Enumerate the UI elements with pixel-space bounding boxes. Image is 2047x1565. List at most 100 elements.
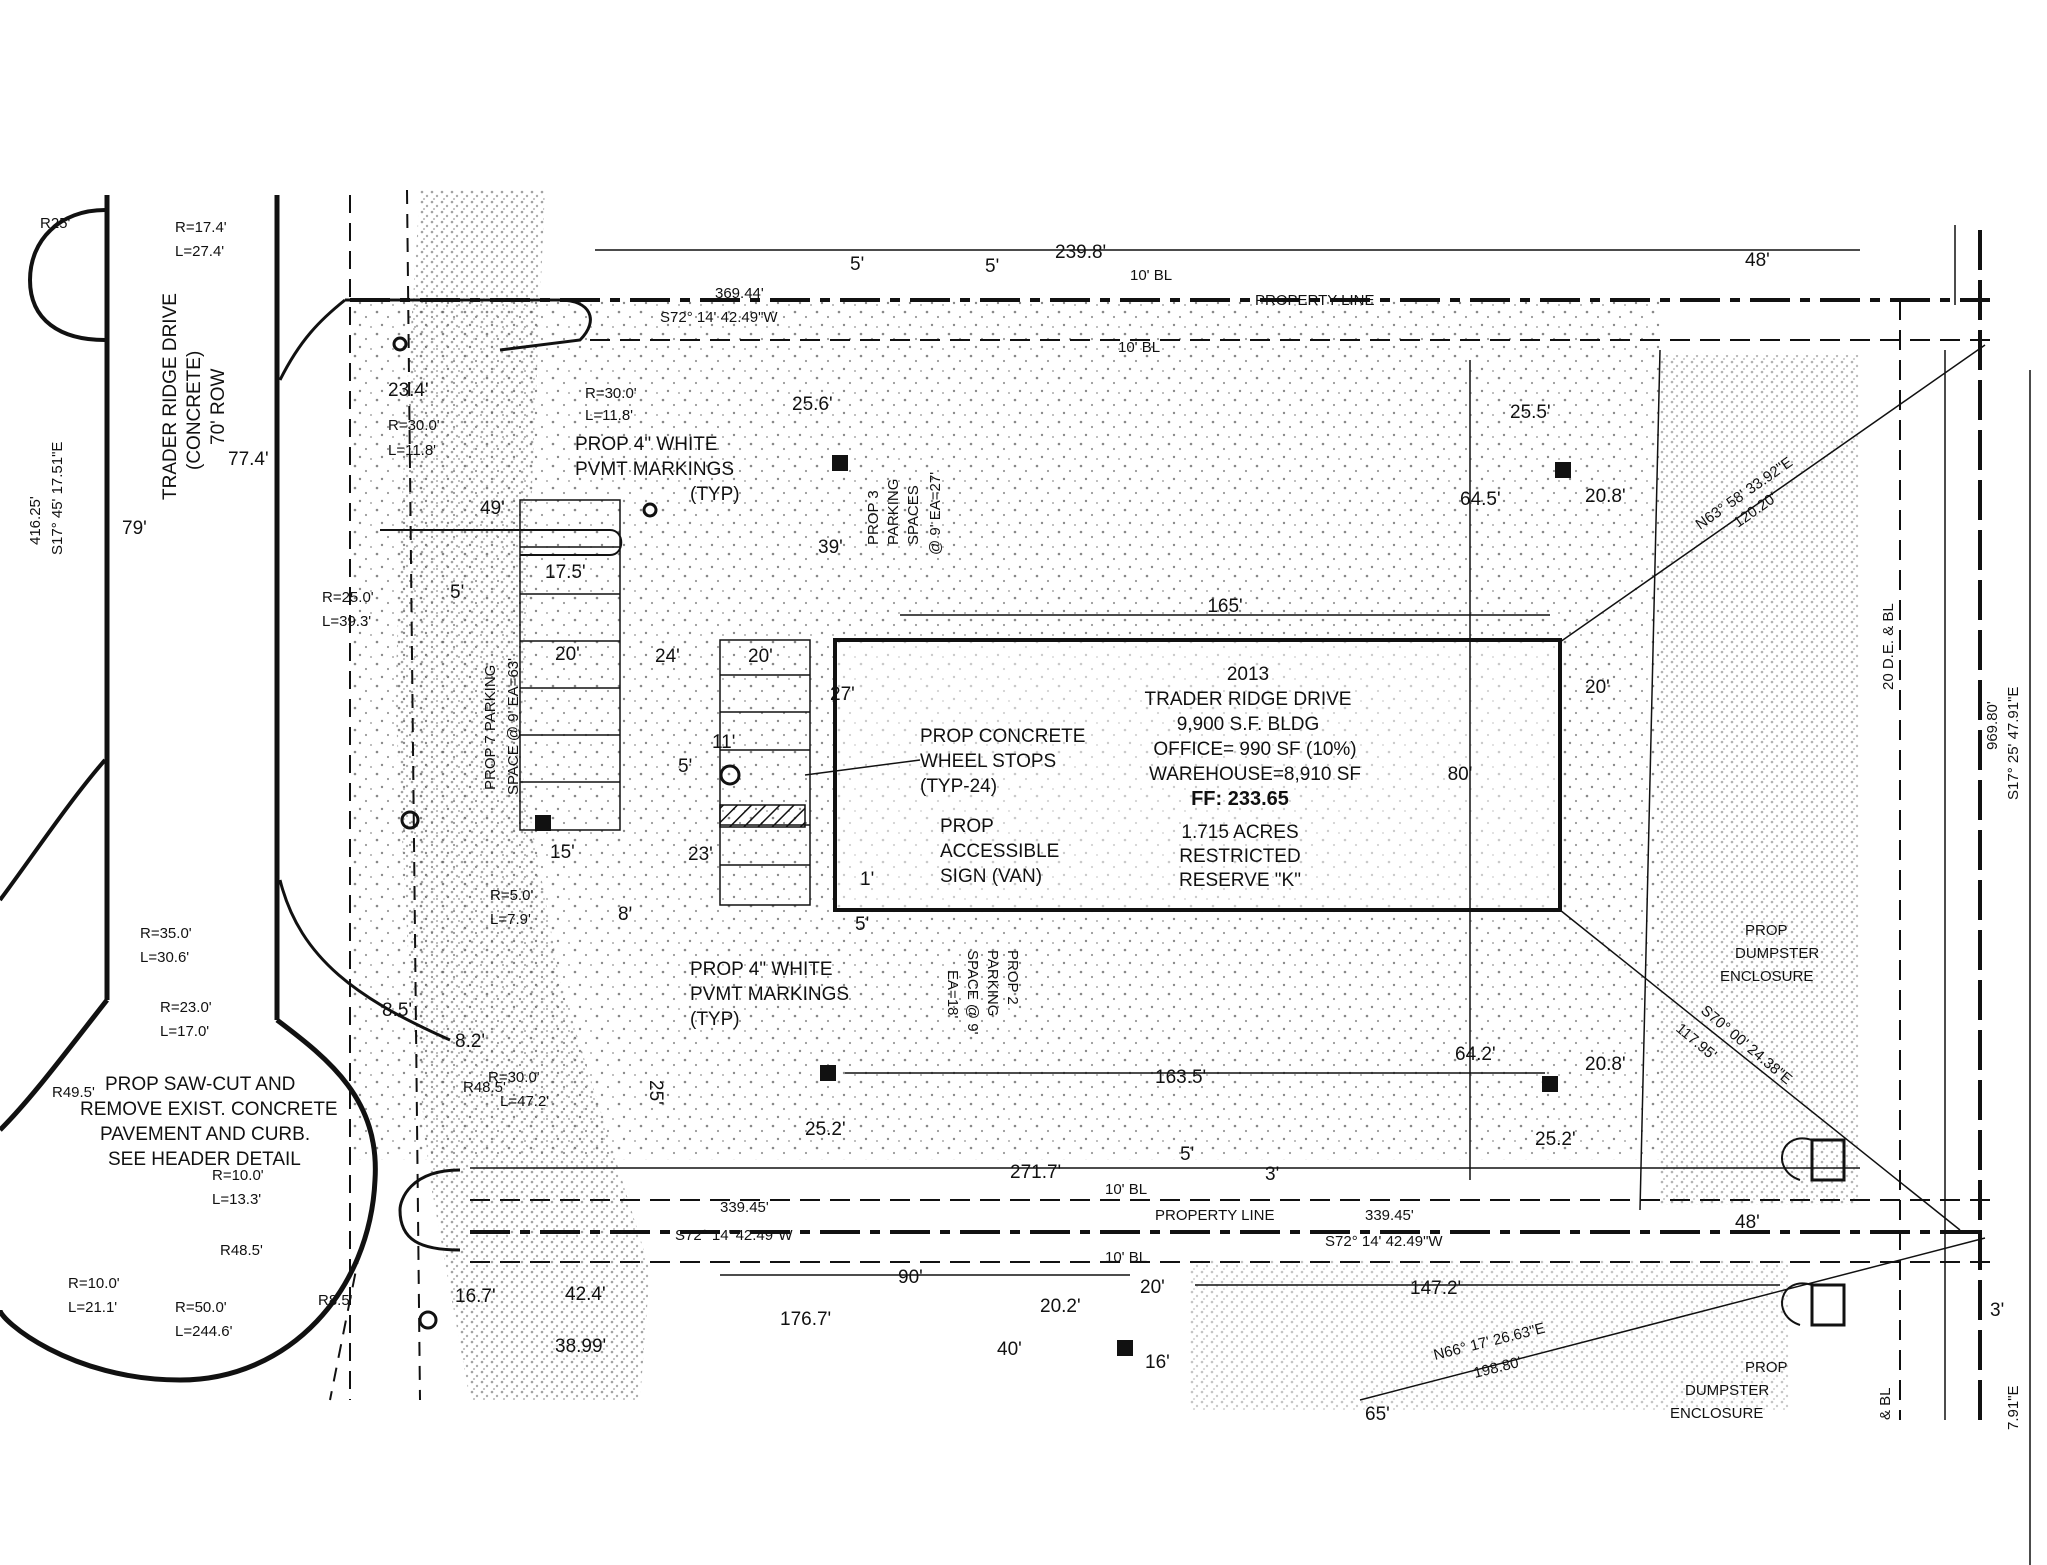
dim-label: 5' (855, 914, 869, 935)
light-pole-symbol (1555, 462, 1571, 478)
line-labels: PROPERTY LINE PROPERTY LINE 10' BL 10' B… (1105, 267, 1897, 1420)
note-labels: PROP 4" WHITE PVMT MARKINGS (TYP) PROP 4… (80, 434, 1819, 1422)
note-saw-1: PROP SAW-CUT AND (105, 1074, 295, 1095)
curve-label: R=35.0' (140, 925, 192, 942)
building-ff: FF: 233.65 (1191, 788, 1289, 810)
dim-label: 369.44' (715, 285, 764, 302)
note-dumpster-2a: PROP (1745, 1359, 1788, 1376)
parking-7-line-2: SPACE @ 9' EA=63' (505, 658, 522, 795)
note-saw-3: PAVEMENT AND CURB. (100, 1124, 310, 1145)
parking-3-line-2: PARKING (885, 479, 902, 545)
dumpster-enclosure-symbol (1810, 1138, 1846, 1182)
curve-labels: R=17.4' L=27.4' R25' R=30.0' L=11.8' R=3… (40, 215, 637, 1340)
road-labels: TRADER RIDGE DRIVE (CONCRETE) 70' ROW (160, 293, 229, 500)
diag-se (1559, 909, 1961, 1231)
dim-label: 25' (645, 1080, 666, 1105)
dim-label: 15' (550, 842, 575, 863)
curve-label: L=11.8' (585, 407, 633, 424)
dim-label: 20.8' (1585, 486, 1626, 507)
dim-label: 3' (1265, 1164, 1279, 1185)
parking-3-line-3: SPACES (905, 485, 922, 545)
parking-3-line-4: @ 9' EA=27' (927, 472, 944, 555)
building-address-number: 2013 (1227, 664, 1269, 685)
note-dumpster-2b: DUMPSTER (1685, 1382, 1769, 1399)
curve-label: L=7.9' (490, 911, 531, 928)
dumpster-gate-symbol (1781, 1282, 1813, 1326)
curve-label: L=27.4' (175, 243, 224, 260)
dim-label: 77.4' (228, 449, 269, 470)
note-markings-top-1: PROP 4" WHITE (575, 434, 718, 455)
dim-label: S17° 25' 47.91"E (2005, 687, 2022, 800)
island-nose (398, 1168, 461, 1252)
dumpster-enclosure-symbol (1810, 1283, 1846, 1327)
dim-label: 39' (818, 537, 843, 558)
note-markings-bot-3: (TYP) (690, 1009, 740, 1030)
parking-7-line-1: PROP 7 PARKING (482, 665, 499, 790)
row-line-east-2 (406, 189, 421, 1401)
dim-label: 5' (985, 256, 999, 277)
dim-label: 38.99' (555, 1336, 606, 1357)
manhole-symbol (418, 1310, 438, 1330)
de-bl-label: 20 D.E. & BL (1880, 603, 1897, 690)
dim-label: 20' (1140, 1277, 1165, 1298)
dim-label: 16.7' (455, 1286, 496, 1307)
diag-ne (1559, 344, 1986, 643)
dim-label: 5' (450, 582, 464, 603)
cul-de-sac-arc-dash (329, 1249, 361, 1401)
dim-label: 5' (850, 254, 864, 275)
note-sign-3: SIGN (VAN) (940, 866, 1042, 887)
parking-labels: PROP 3 PARKING SPACES @ 9' EA=27' PROP 7… (482, 472, 1021, 1035)
dumpster-gate-symbol (1781, 1137, 1813, 1181)
manhole-symbol (392, 336, 408, 352)
dim-label: S17° 45' 17.51"E (49, 442, 66, 555)
dim-label: 339.45' (720, 1199, 769, 1216)
accessible-aisle-hatch (719, 804, 806, 828)
dim-label: 147.2' (1410, 1278, 1461, 1299)
boundary-lines (350, 225, 2031, 1565)
dim-label: S72° 14' 42.49"W (1325, 1233, 1443, 1250)
curve-label: L=47.2' (500, 1093, 549, 1110)
curve-label: R=30.0' (585, 385, 637, 402)
dim-label: 3' (1990, 1300, 2004, 1321)
east-strip-west-edge (1639, 349, 1661, 1211)
curve-label: R48.5' (220, 1242, 263, 1259)
curve-label: R=23.0' (160, 999, 212, 1016)
building-reserve: RESERVE "K" (1179, 870, 1301, 891)
east-strip-pavement (1660, 355, 1860, 1205)
site-symbols (392, 336, 1846, 1356)
curve-label: R=17.4' (175, 219, 227, 236)
note-markings-top-3: (TYP) (690, 484, 740, 505)
note-stops-1: PROP CONCRETE (920, 726, 1085, 747)
accessible-sign-symbol (719, 764, 741, 786)
building-restricted: RESTRICTED (1179, 846, 1300, 867)
dim-label: 416.25' (27, 496, 44, 545)
parking-2-line-4: EA=18' (944, 970, 961, 1018)
curve-label: R=10.0' (68, 1275, 120, 1292)
manhole-symbol (400, 810, 420, 830)
note-dumpster-1c: ENCLOSURE (1720, 968, 1813, 985)
dim-label: 339.45' (1365, 1207, 1414, 1224)
dim-label: 23' (688, 844, 713, 865)
note-stops-2: WHEEL STOPS (920, 751, 1056, 772)
curve-label: L=244.6' (175, 1323, 233, 1340)
dim-label: 23.4' (388, 380, 429, 401)
note-dumpster-2c: ENCLOSURE (1670, 1405, 1763, 1422)
dim-label: 16' (1145, 1352, 1170, 1373)
building-acres: 1.715 ACRES (1181, 822, 1298, 843)
note-saw-4: SEE HEADER DETAIL (108, 1149, 301, 1170)
dim-label: 5' (678, 756, 692, 777)
cul-de-sac (0, 1018, 378, 1383)
dim-label: 42.4' (565, 1284, 606, 1305)
dim-label: 65' (1365, 1404, 1390, 1425)
curve-label: R=30.0' (488, 1069, 540, 1086)
dim-label: 969.80' (1984, 701, 2001, 750)
note-markings-bot-1: PROP 4" WHITE (690, 959, 833, 980)
diag-s (1359, 1237, 1986, 1401)
curve-label: L=11.8' (388, 442, 436, 459)
curve-label: R=50.0' (175, 1299, 227, 1316)
bl-right-label: & BL (1877, 1387, 1894, 1420)
dim-label: 17.5' (545, 562, 586, 583)
note-markings-bot-2: PVMT MARKINGS (690, 984, 849, 1005)
dim-label: 20' (555, 644, 580, 665)
